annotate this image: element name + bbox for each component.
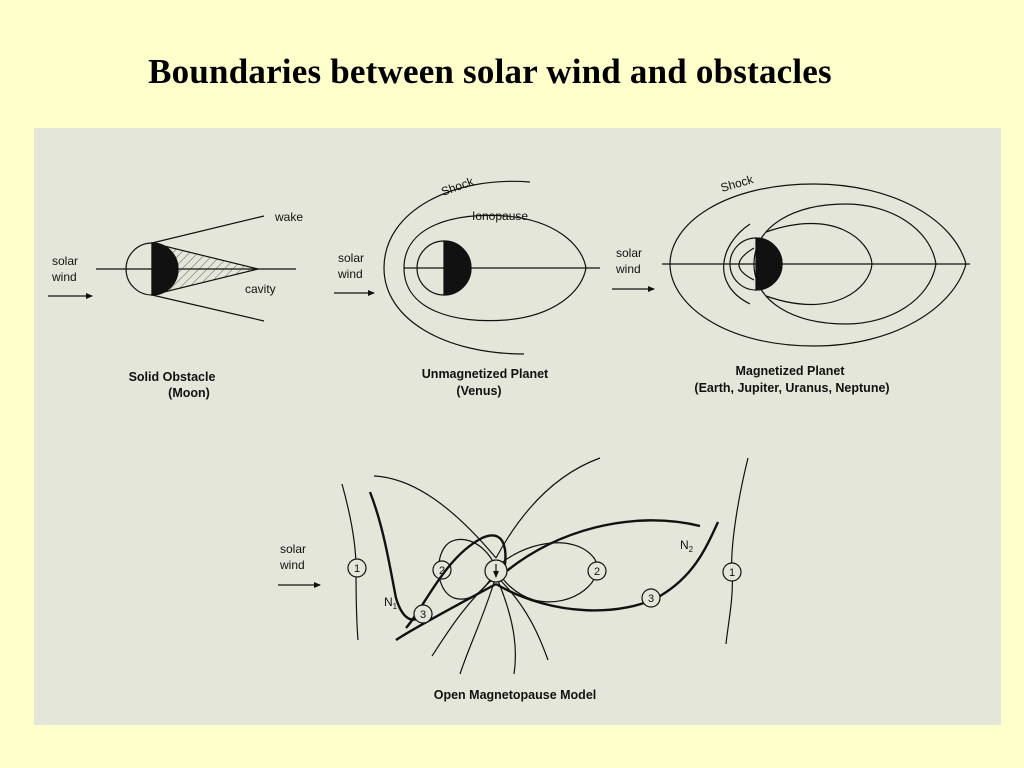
moon-cavity-label: cavity — [245, 282, 276, 296]
open-field-lower-down-left — [459, 575, 497, 675]
open-circle-2-right-label: 2 — [594, 566, 600, 578]
open-imf-right — [725, 457, 749, 645]
figure-panel: solar wind wake cavity Solid Obstacle (M… — [34, 128, 1001, 725]
open-circle-1-left — [347, 558, 367, 578]
open-circle-2-left — [432, 560, 452, 580]
moon-wake-upper — [151, 215, 265, 244]
moon-wind-label: wind — [51, 270, 77, 284]
open-circle-2-right — [587, 561, 607, 581]
open-circle-2-left-label: 2 — [439, 565, 445, 577]
moon-diagram: solar wind wake cavity Solid Obstacle (M… — [48, 210, 303, 400]
figure-svg: solar wind wake cavity Solid Obstacle (M… — [48, 172, 970, 702]
open-field-lower-right — [495, 575, 549, 661]
moon-caption-subtitle: (Moon) — [168, 386, 210, 400]
open-field-upper-right — [495, 457, 601, 559]
moon-solar-label: solar — [52, 254, 78, 268]
open-n1-label: N1 — [384, 595, 398, 611]
venus-ionopause-label: Ionopause — [472, 209, 528, 223]
open-thick-right-lower — [495, 521, 720, 612]
open-thick-left — [368, 491, 425, 621]
open-circle-3-left — [413, 604, 433, 624]
venus-shock-curve — [383, 180, 531, 355]
venus-shock-label: Shock — [439, 174, 476, 199]
open-circle-3-right — [641, 588, 661, 608]
open-circle-3-left-label: 3 — [420, 609, 426, 621]
earth-diagram: solar wind Shock Magnetized Planet (Eart… — [612, 172, 970, 395]
earth-wind-label: wind — [615, 262, 641, 276]
open-field-upper-left — [373, 475, 497, 559]
open-model-diagram: solar wind 1 1 2 2 3 3 — [278, 457, 749, 702]
open-circle-1-left-label: 1 — [354, 563, 360, 575]
earth-cusp-left — [738, 247, 755, 281]
venus-diagram: solar wind Shock Ionopause Unmagnetized … — [334, 174, 600, 398]
earth-caption-subtitle: (Earth, Jupiter, Uranus, Neptune) — [694, 381, 889, 395]
moon-caption-title: Solid Obstacle — [129, 370, 216, 384]
open-thick-right-upper — [495, 519, 701, 581]
venus-caption-subtitle: (Venus) — [456, 384, 501, 398]
moon-dark-half — [151, 242, 179, 296]
open-thick-left-lower — [395, 582, 497, 641]
earth-caption-title: Magnetized Planet — [735, 364, 845, 378]
open-wind-label: wind — [279, 558, 305, 572]
venus-dark-half — [443, 240, 472, 296]
open-circle-1-right-label: 1 — [729, 567, 735, 579]
open-n2-label: N2 — [680, 538, 694, 554]
open-circle-1-right — [722, 562, 742, 582]
earth-dark-half — [755, 237, 783, 291]
earth-solar-label: solar — [616, 246, 642, 260]
slide-title: Boundaries between solar wind and obstac… — [148, 52, 832, 91]
open-caption: Open Magnetopause Model — [434, 688, 597, 702]
earth-shock-curve — [669, 183, 967, 347]
open-solar-label: solar — [280, 542, 306, 556]
venus-solar-label: solar — [338, 251, 364, 265]
venus-wind-label: wind — [337, 267, 363, 281]
open-field-lower-down — [495, 575, 516, 675]
open-circle-3-right-label: 3 — [648, 593, 654, 605]
venus-caption-title: Unmagnetized Planet — [422, 367, 549, 381]
moon-wake-lower — [151, 294, 265, 322]
moon-wake-label: wake — [274, 210, 303, 224]
